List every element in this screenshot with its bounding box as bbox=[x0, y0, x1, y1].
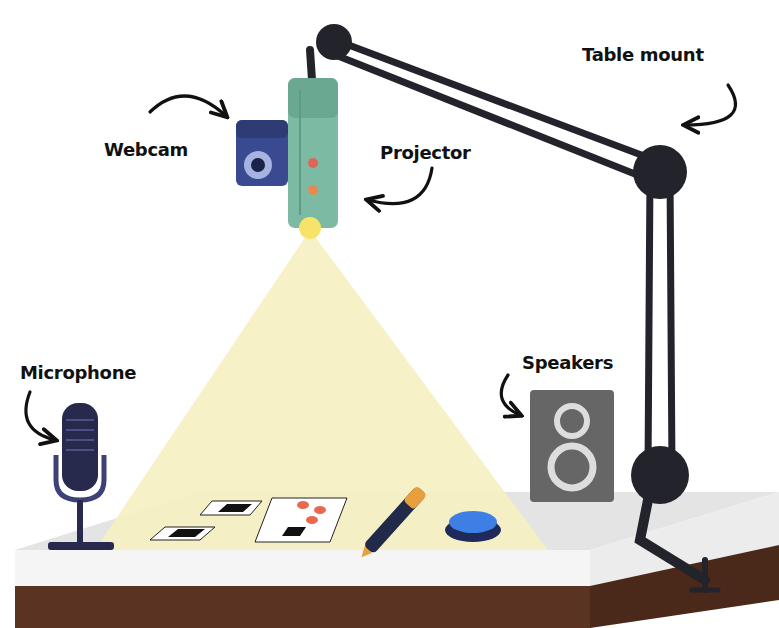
clamp-screw bbox=[692, 588, 718, 593]
webcam-lens-center bbox=[251, 158, 265, 172]
table-front bbox=[15, 550, 590, 586]
callout-arrow bbox=[501, 375, 520, 415]
arm-bar bbox=[648, 175, 650, 470]
part-label: Table mount bbox=[582, 44, 704, 65]
table-wood bbox=[15, 586, 590, 628]
marker-card bbox=[150, 527, 215, 540]
microphone-holder bbox=[56, 455, 104, 500]
strawberry bbox=[314, 506, 326, 514]
part-label: Webcam bbox=[104, 139, 188, 160]
table-side-wood bbox=[590, 545, 779, 628]
grill-line bbox=[66, 419, 94, 421]
speaker-box bbox=[530, 390, 614, 502]
projector-ridge bbox=[299, 90, 301, 215]
microphone-grill bbox=[66, 420, 94, 450]
projector-led bbox=[308, 158, 318, 168]
strawberry bbox=[297, 501, 309, 509]
projection-cone bbox=[95, 230, 548, 550]
part-label: Speakers bbox=[522, 352, 613, 373]
projector-body bbox=[288, 78, 338, 228]
grill-line bbox=[66, 429, 94, 431]
pen-cap bbox=[403, 486, 427, 510]
paper-sheet bbox=[255, 498, 347, 542]
marker-card bbox=[200, 501, 262, 515]
callout-arrows bbox=[26, 85, 736, 440]
table-mount-arm bbox=[310, 38, 718, 590]
marker bbox=[218, 504, 252, 512]
projector-lens bbox=[299, 217, 321, 239]
webcam-lens bbox=[244, 151, 272, 179]
speaker-cone bbox=[557, 406, 587, 436]
arm-joint bbox=[316, 24, 352, 60]
button-top bbox=[449, 511, 497, 533]
fiducial-markers bbox=[150, 498, 347, 542]
marker bbox=[282, 527, 306, 536]
arm-joint bbox=[631, 446, 689, 504]
part-label: Microphone bbox=[20, 362, 136, 383]
arm-bar bbox=[310, 50, 312, 80]
marker bbox=[168, 529, 205, 537]
clamp bbox=[640, 490, 705, 580]
pen-body bbox=[363, 486, 427, 555]
arm-joint bbox=[633, 145, 687, 199]
clamp-screw bbox=[702, 560, 708, 590]
strawberry bbox=[306, 516, 318, 524]
microphone-capsule bbox=[62, 403, 98, 491]
callout-arrow bbox=[150, 96, 226, 116]
arm-bar bbox=[670, 175, 672, 470]
arm-bar bbox=[338, 56, 655, 182]
microphone-base bbox=[48, 542, 114, 550]
pen-tip bbox=[358, 546, 372, 560]
callout-arrow bbox=[26, 392, 55, 440]
webcam-body bbox=[236, 120, 288, 186]
projector-led bbox=[308, 185, 318, 195]
callout-arrow bbox=[685, 85, 736, 125]
microphone-stand bbox=[77, 500, 83, 545]
webcam-top bbox=[236, 120, 288, 138]
speaker-cone bbox=[551, 446, 593, 488]
pen bbox=[356, 486, 427, 562]
projector-top bbox=[288, 78, 338, 118]
callout-arrow bbox=[368, 168, 432, 204]
part-label: Projector bbox=[380, 142, 471, 163]
grill-line bbox=[66, 449, 94, 451]
grill-line bbox=[66, 439, 94, 441]
